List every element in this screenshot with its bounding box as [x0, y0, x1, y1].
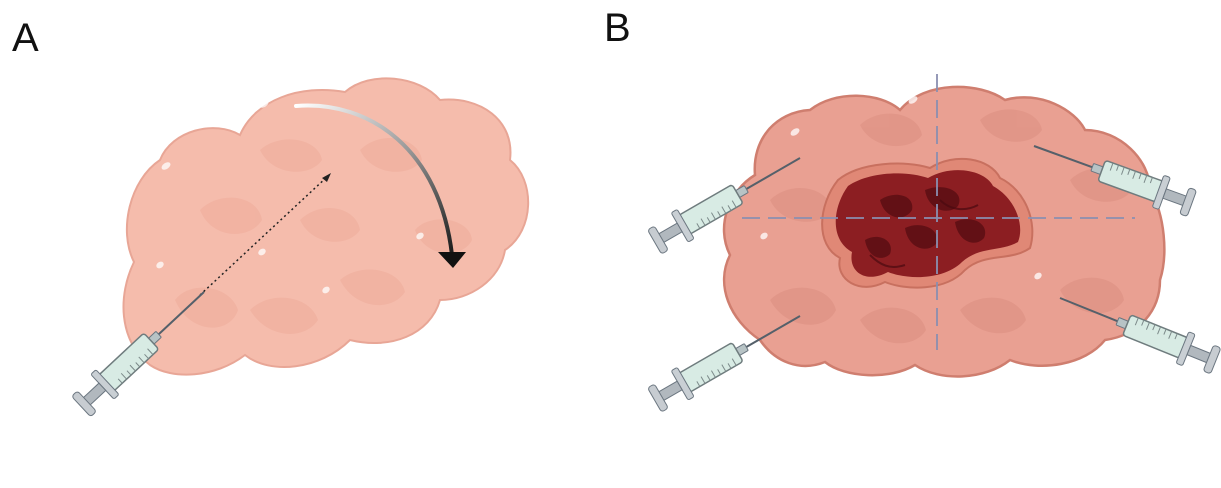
panel-a-illustration [70, 78, 529, 419]
panel-b-illustration [646, 74, 1221, 415]
